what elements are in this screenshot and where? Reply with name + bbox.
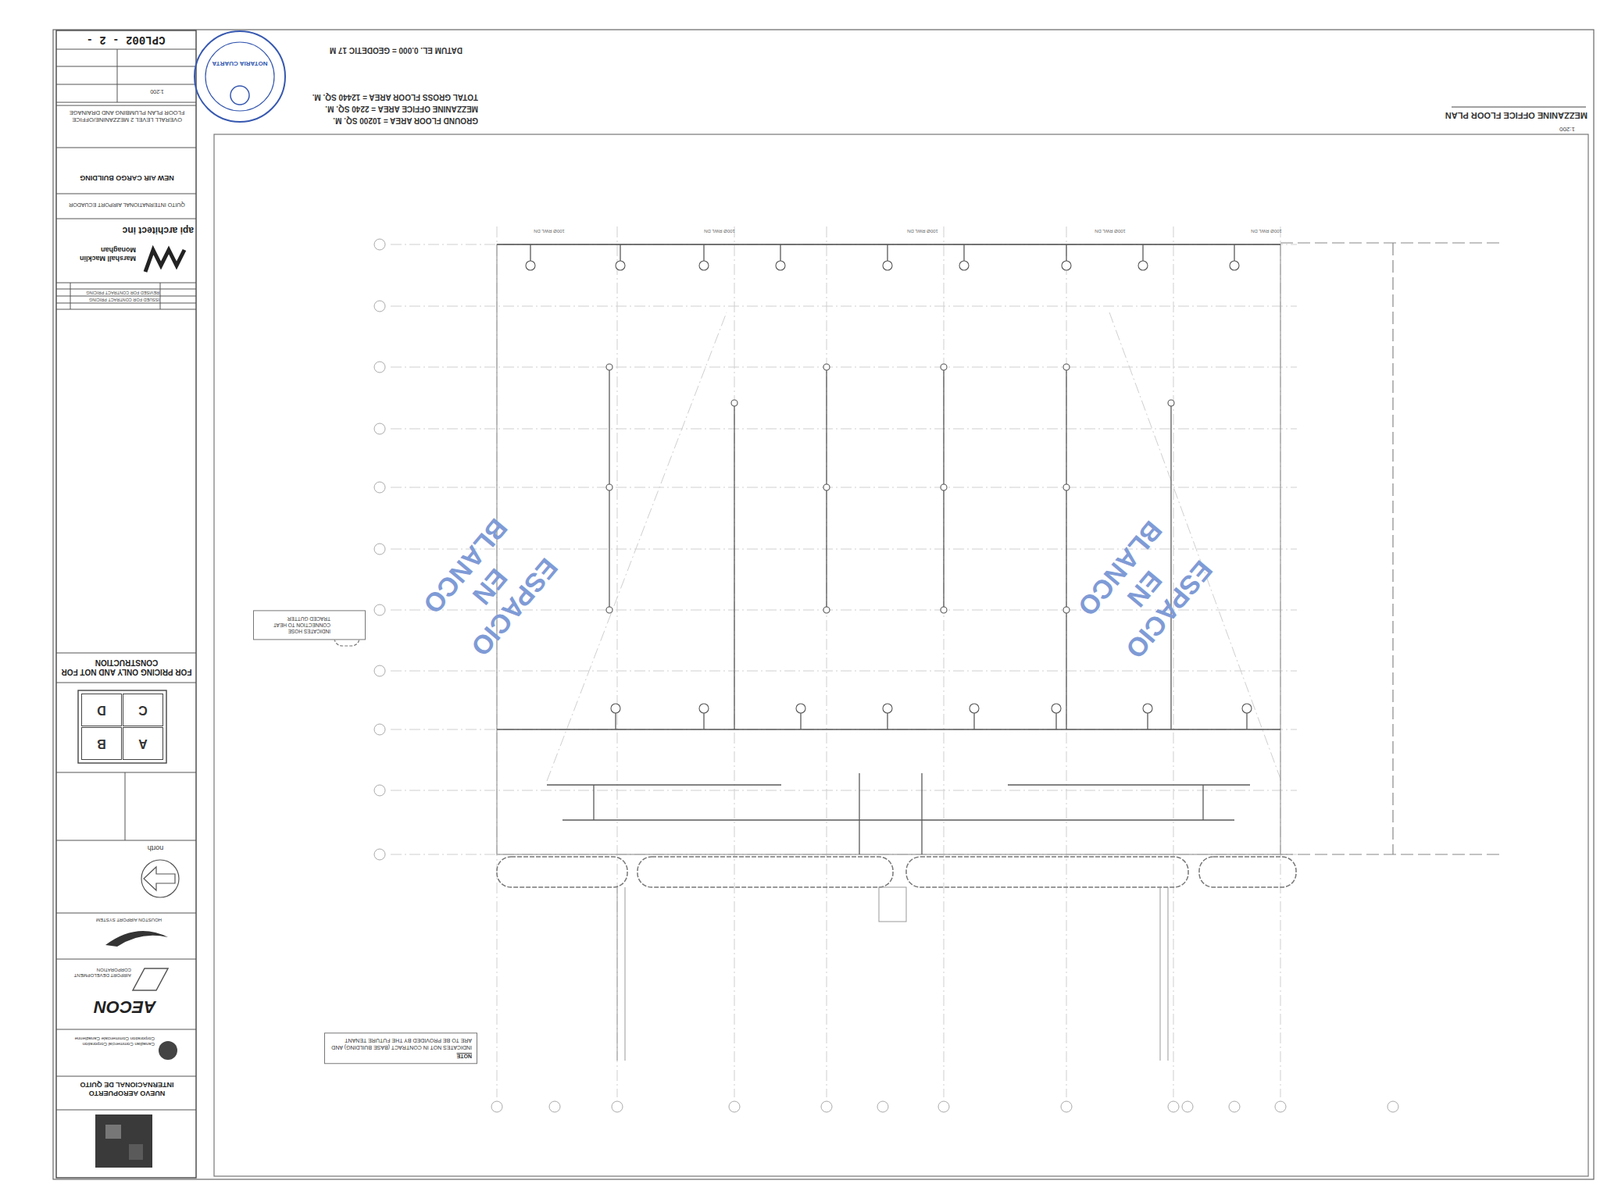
- node-text: C: [138, 702, 148, 718]
- photo: [95, 1114, 153, 1168]
- pipe-label: 100Ø RWL DN: [898, 228, 947, 234]
- north-arrow-head: [143, 867, 175, 891]
- note-box: NOTEINDICATES NOT IN CONTRACT (BASE BUIL…: [324, 1032, 478, 1065]
- has-name: HOUSTON AIRPORT SYSTEM: [66, 917, 192, 923]
- notary-stamp: [205, 42, 275, 111]
- houston-logo: [105, 931, 168, 947]
- pipe-label: 100Ø RWL DN: [695, 228, 744, 234]
- title-block-dividers: [56, 49, 197, 1111]
- stamp-text: NOTARIA CUARTA: [210, 59, 269, 68]
- drawing-border: [214, 134, 1589, 1177]
- title-underline: [1451, 106, 1586, 108]
- pipe-label: 100Ø RWL DN: [525, 228, 574, 234]
- area-note: GROUND FLOOR AREA = 10200 SQ. M.: [290, 115, 479, 125]
- consultant-name: Marshall Macklin Monaghan: [60, 245, 136, 263]
- legend-box: INDICATES HOSE CONNECTION TO HEAT TRACED…: [253, 610, 366, 640]
- building-outline: [496, 244, 1281, 855]
- revision-row: ISSUED FOR CONTRACT PRICING: [71, 296, 160, 303]
- notary-emblem: [230, 85, 250, 105]
- datum-note: DATUM EL. 0.000 = GEODETIC 17 M: [290, 45, 463, 55]
- ccc-logo: [158, 1041, 178, 1061]
- mmm-logo: [145, 250, 185, 272]
- key-plan-cell: B: [81, 727, 122, 761]
- area-note: TOTAL GROSS FLOOR AREA = 12440 SQ. M.: [290, 92, 479, 102]
- notary-stamp: [194, 31, 286, 122]
- pipe-label: 100Ø RWL DN: [1085, 228, 1135, 234]
- area-note: MEZZANINE OFFICE AREA = 2240 SQ. M.: [290, 103, 479, 114]
- pipe-label: 100Ø RWL DN: [1242, 228, 1291, 234]
- north-label: north: [137, 843, 174, 853]
- sheet-scale: 1:200: [137, 88, 177, 95]
- project-name: NEW AIR CARGO BUILDING: [62, 173, 192, 183]
- sheet-title: OVERALL LEVEL 2 MEZZANINE/OFFICE FLOOR P…: [62, 109, 192, 124]
- revision-row: REVISED FOR CONTRACT PRICING: [71, 289, 160, 296]
- grid-lines: [390, 226, 1297, 1098]
- aecon-logo: AECON: [78, 996, 172, 1018]
- canopy-lines: [617, 887, 1168, 1061]
- key-plan-cell: C: [122, 693, 164, 727]
- key-plan-frame: [78, 690, 167, 764]
- node-text: INDICATES NOT IN CONTRACT (BASE BUILDING…: [329, 1037, 472, 1052]
- drain-piping: [496, 244, 1281, 855]
- watermark: ESPACIO EN BLANCO: [415, 510, 565, 663]
- note-heading: NOTE: [329, 1053, 472, 1061]
- adc-name: AIRPORT DEVELOPMENT CORPORATION: [68, 967, 132, 979]
- node-text: A: [138, 735, 148, 752]
- architect-name: api architect inc: [125, 225, 194, 236]
- revision-clouds: [496, 857, 1297, 888]
- node-text: INDICATES HOSE CONNECTION TO HEAT TRACED…: [258, 615, 331, 635]
- roof-drains: [525, 260, 1252, 714]
- node-text: D: [96, 702, 107, 718]
- sheet-number: CPL002 - 2 -: [59, 32, 193, 47]
- photo-detail: [105, 1125, 122, 1140]
- node-text: B: [96, 735, 107, 752]
- scale-note: 1:200: [1550, 125, 1584, 133]
- future-expansion: [1280, 242, 1500, 855]
- pricing-note: FOR PRICING ONLY AND NOT FOR CONSTRUCTIO…: [60, 657, 193, 677]
- photo-detail: [128, 1144, 143, 1161]
- project-location: QUITO INTERNATIONAL AIRPORT ECUADOR: [62, 201, 192, 208]
- plan-title: MEZZANINE OFFICE FLOOR PLAN: [1451, 110, 1588, 121]
- key-plan-cell: A: [122, 727, 164, 761]
- key-plan-cell: D: [81, 693, 122, 727]
- ccc-name: Canadian Commercial Corporation Corporat…: [62, 1035, 155, 1047]
- sheet-border: [53, 29, 1594, 1180]
- north-arrow: [141, 860, 179, 898]
- client-name: NUEVO AEROPUERTO INTERNACIONAL DE QUITO: [62, 1080, 192, 1098]
- title-block: [56, 30, 197, 1179]
- watermark: ESPACIO EN BLANCO: [1070, 513, 1220, 665]
- adc-logo: [132, 968, 168, 991]
- grid-bubbles: [374, 239, 1399, 1113]
